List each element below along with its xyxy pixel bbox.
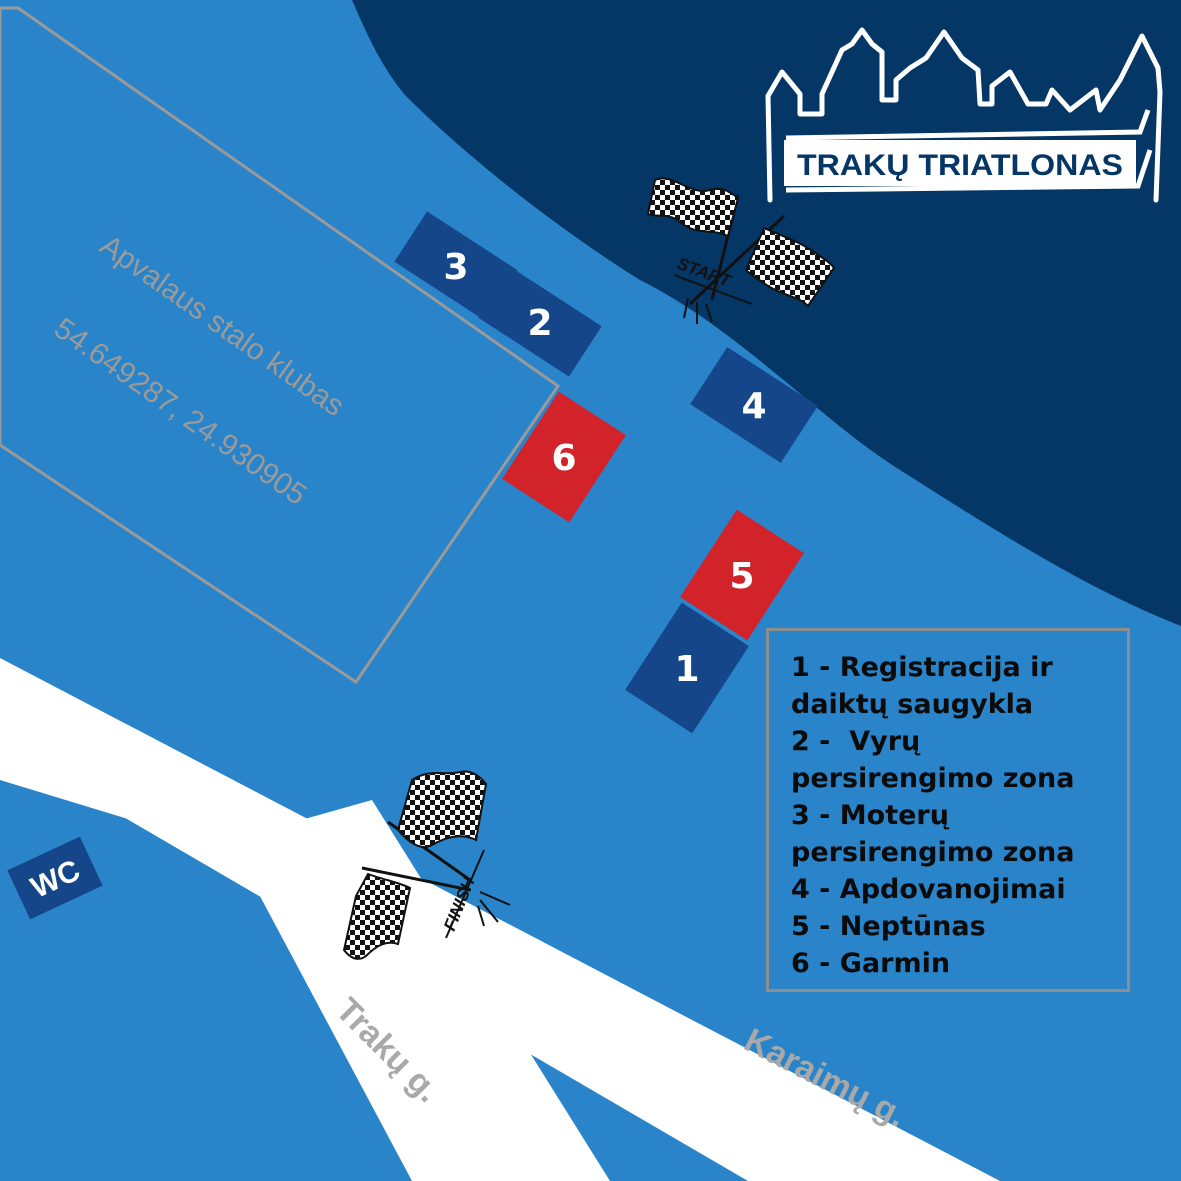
legend-box: 1 - Registracija ir daiktų saugykla 2 - … (766, 628, 1130, 992)
checkered-flags-icon (342, 770, 511, 960)
zone-5-label: 5 (729, 556, 754, 597)
zone-1-label: 1 (674, 649, 699, 690)
logo-banner (784, 140, 1136, 186)
road-karaimu (0, 658, 1000, 1181)
zone-1[interactable]: 1 (625, 602, 749, 734)
zone-4-label: 4 (741, 386, 766, 427)
zone-5[interactable]: 5 (680, 509, 804, 641)
venue-outline (0, 6, 561, 685)
zone-4[interactable]: 4 (690, 347, 818, 463)
road-shoulder (0, 740, 238, 850)
legend-item-1: 1 - Registracija ir daiktų saugykla (791, 652, 1063, 720)
zone-2-label: 2 (527, 303, 552, 344)
castle-outline (765, 27, 1163, 203)
checkered-flags-icon (646, 177, 836, 324)
zone-2[interactable]: 2 (478, 267, 602, 377)
start-marker[interactable]: START (646, 177, 836, 324)
roads (0, 658, 1000, 1181)
logo-title: TRAKŲ TRIATLONAS (797, 149, 1123, 182)
legend-item-4: 4 - Apdovanojimai (791, 874, 1066, 905)
road-trakai (230, 800, 610, 1181)
zone-6[interactable]: 6 (502, 391, 626, 523)
wc-marker[interactable]: WC (7, 836, 103, 920)
legend-item-6: 6 - Garmin (791, 948, 951, 979)
event-logo: TRAKŲ TRIATLONAS (765, 27, 1163, 203)
legend-item-5: 5 - Neptūnas (791, 911, 986, 942)
legend-item-3: 3 - Moterų persirengimo zona (791, 800, 1075, 868)
zone-3[interactable]: 3 (394, 211, 518, 321)
zone-3-label: 3 (443, 247, 468, 288)
zone-6-label: 6 (551, 438, 576, 479)
legend-item-2: 2 - Vyrų persirengimo zona (791, 726, 1075, 794)
